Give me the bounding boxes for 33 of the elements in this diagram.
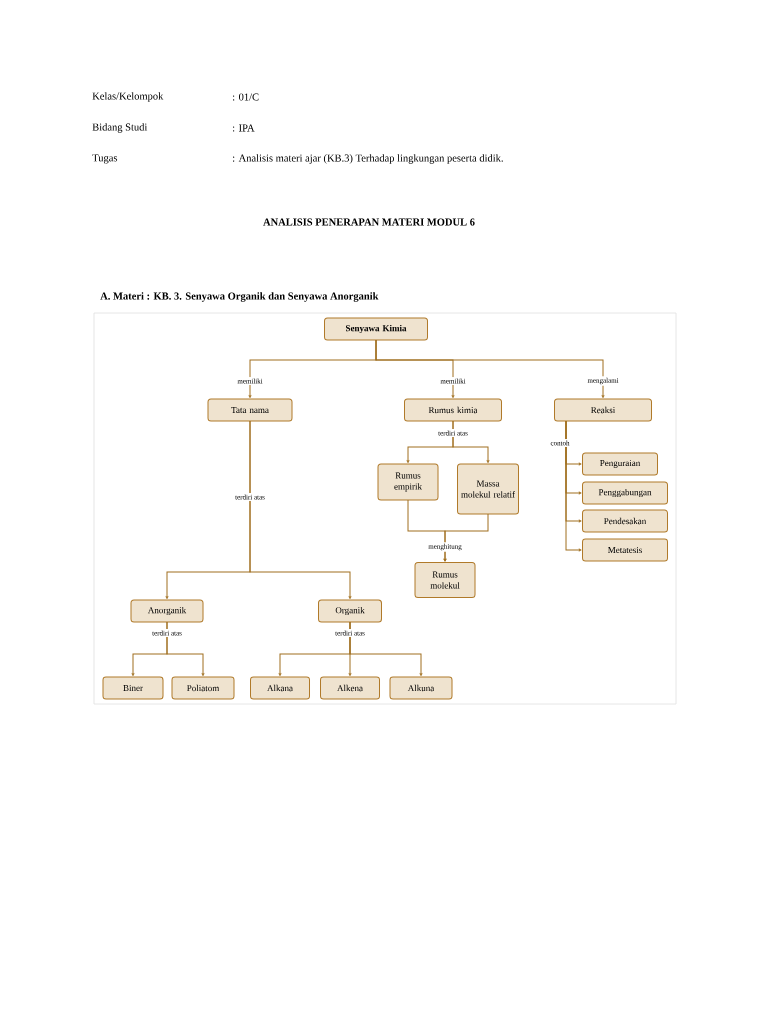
arrow	[249, 420, 352, 600]
concept-box: Pendesakan	[582, 509, 668, 533]
concept-box: Penguraian	[582, 452, 658, 476]
title: ANALISIS PENERAPAN MATERI MODUL 6	[263, 218, 475, 226]
concept-box: Alkuna	[389, 676, 453, 700]
arrow	[452, 420, 490, 464]
arrow	[565, 420, 582, 552]
concept-box: Massa molekul relatif	[457, 463, 519, 515]
header-text: Tugas	[92, 154, 118, 164]
arrow	[443, 513, 489, 562]
concept-box: Reaksi	[554, 398, 652, 422]
concept-box: Rumus empirik	[377, 463, 439, 501]
concept-box: Rumus kimia	[404, 398, 502, 422]
section-heading: A. Materi : KB. 3. Senyawa Organik dan Senyawa Anorganik	[100, 292, 379, 302]
concept-box: Biner	[102, 676, 164, 700]
concept-box: Organik	[318, 599, 382, 623]
concept-box: Penggabungan	[582, 481, 668, 505]
concept-box: Alkana	[250, 676, 310, 700]
arrow	[349, 621, 423, 677]
concept-box: Anorganik	[130, 599, 204, 623]
header-text: : Analisis materi ajar (KB.3) Terhadap lingkungan peserta didik.	[233, 154, 503, 164]
header-text: : 01/C	[233, 93, 259, 101]
concept-box: Metatesis	[582, 538, 668, 562]
header-text: Kelas/Kelompok	[92, 92, 164, 102]
concept-box: Alkena	[320, 676, 380, 700]
arrow	[375, 339, 605, 399]
concept-box: Senyawa Kimia	[324, 317, 428, 341]
header-text: : IPA	[233, 124, 255, 132]
concept-box: Tata nama	[207, 398, 293, 422]
concept-box: Rumus molekul	[414, 562, 476, 598]
concept-box: Poliatom	[171, 676, 235, 700]
header-text: Bidang Studi	[92, 123, 148, 133]
arrow	[166, 621, 205, 677]
